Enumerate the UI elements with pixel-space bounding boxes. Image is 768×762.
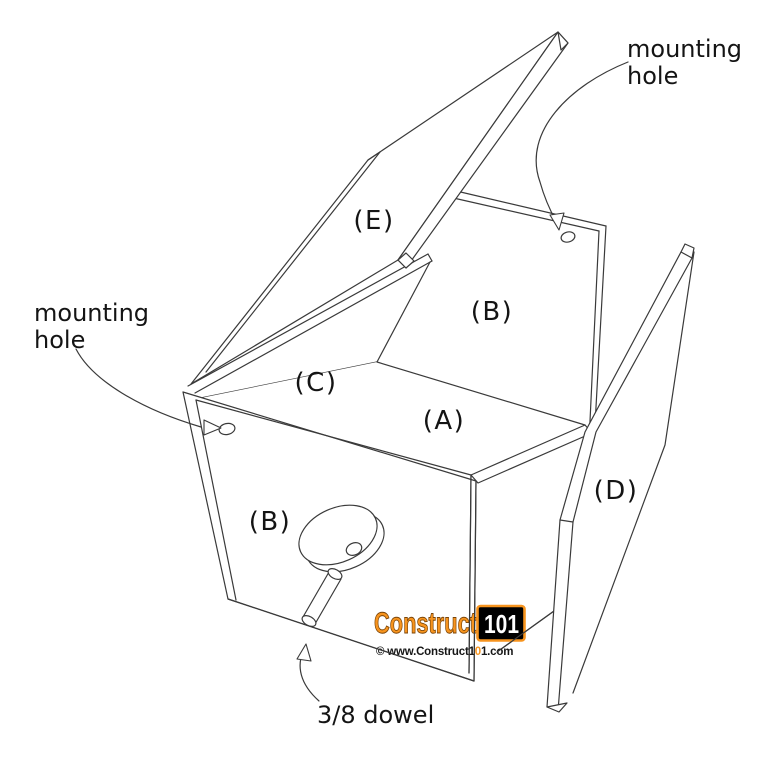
d-panel-kink-line — [559, 519, 574, 523]
dowel-socket — [345, 542, 363, 556]
arrowhead — [296, 643, 312, 662]
callout-text-line2: hole — [627, 62, 678, 90]
roof-peak-end-face — [557, 31, 569, 51]
logo-badge — [476, 604, 526, 642]
d-panel-top-end-face — [680, 243, 695, 259]
roof-top-corner-connector — [367, 151, 381, 161]
back-panel-top-edge — [451, 189, 607, 227]
floor-face — [196, 362, 585, 475]
callout-text-line1: mounting — [34, 299, 149, 327]
left-side-panel — [187, 253, 433, 400]
d-panel-left-edge — [546, 251, 682, 708]
callout-text: 3/8 dowel — [317, 701, 434, 729]
part-label-back: (B) — [471, 297, 514, 327]
d-panel-bottom-end-face — [546, 702, 568, 713]
callout-mounting-hole-left: mounting hole — [34, 299, 222, 436]
d-panel-face-fill — [558, 252, 694, 711]
front-panel-top-inner-edge — [195, 399, 472, 476]
perch-dowel-top — [327, 567, 343, 581]
part-label-roof: (E) — [353, 206, 394, 236]
arrowhead — [203, 419, 222, 436]
leader-line — [535, 61, 629, 222]
arrowhead — [549, 212, 565, 231]
part-label-bottom: (A) — [423, 406, 466, 436]
d-panel-right-edge — [572, 251, 695, 694]
front-panel-left-inner-edge — [195, 399, 237, 601]
roof-underside-edge — [205, 151, 381, 373]
right-side-panel — [546, 243, 695, 713]
logo-website: © www.Construct101.com — [376, 646, 513, 658]
side-panel-top-end — [427, 253, 433, 262]
side-panel-top-inner-edge — [194, 260, 433, 394]
callout-dowel: 3/8 dowel — [296, 643, 434, 729]
side-panel-face — [188, 254, 428, 399]
part-label-side: (C) — [295, 368, 338, 398]
part-label-right-side: (D) — [594, 476, 639, 506]
roof-panel — [190, 31, 569, 385]
side-panel-top-outer-edge — [187, 253, 429, 387]
logo-brand-text: Construct — [374, 607, 477, 640]
back-panel-top-inner-edge — [448, 196, 600, 232]
floor-back-crease — [376, 361, 586, 426]
callout-mounting-hole-top-right: mounting hole — [535, 35, 742, 231]
logo-badge-text: 101 — [484, 609, 519, 639]
callout-text-line1: mounting — [627, 35, 742, 63]
callout-text-line2: hole — [34, 326, 85, 354]
front-panel-right-edge-restroke — [473, 480, 477, 682]
interior-corner-line — [376, 261, 431, 363]
d-panel-edge-inner-line — [557, 257, 693, 712]
mounting-hole-front — [218, 422, 236, 436]
part-labels: (E) (B) (C) (A) (B) (D) — [249, 206, 639, 537]
front-panel-right-inner-restroke — [468, 474, 472, 674]
roof-lower-corner-face — [397, 252, 415, 269]
construct101-logo: Construct 101 © www.Construct101.com — [374, 604, 526, 658]
front-panel-bottom-edge-restroke — [227, 598, 475, 682]
logo-website-zero: 0 — [475, 646, 481, 658]
leader-line — [75, 348, 202, 428]
logo-website-pre: © www.Construct1 — [376, 646, 476, 658]
front-panel — [182, 391, 477, 682]
mounting-hole-back — [560, 231, 576, 243]
part-label-front: (B) — [249, 507, 292, 537]
